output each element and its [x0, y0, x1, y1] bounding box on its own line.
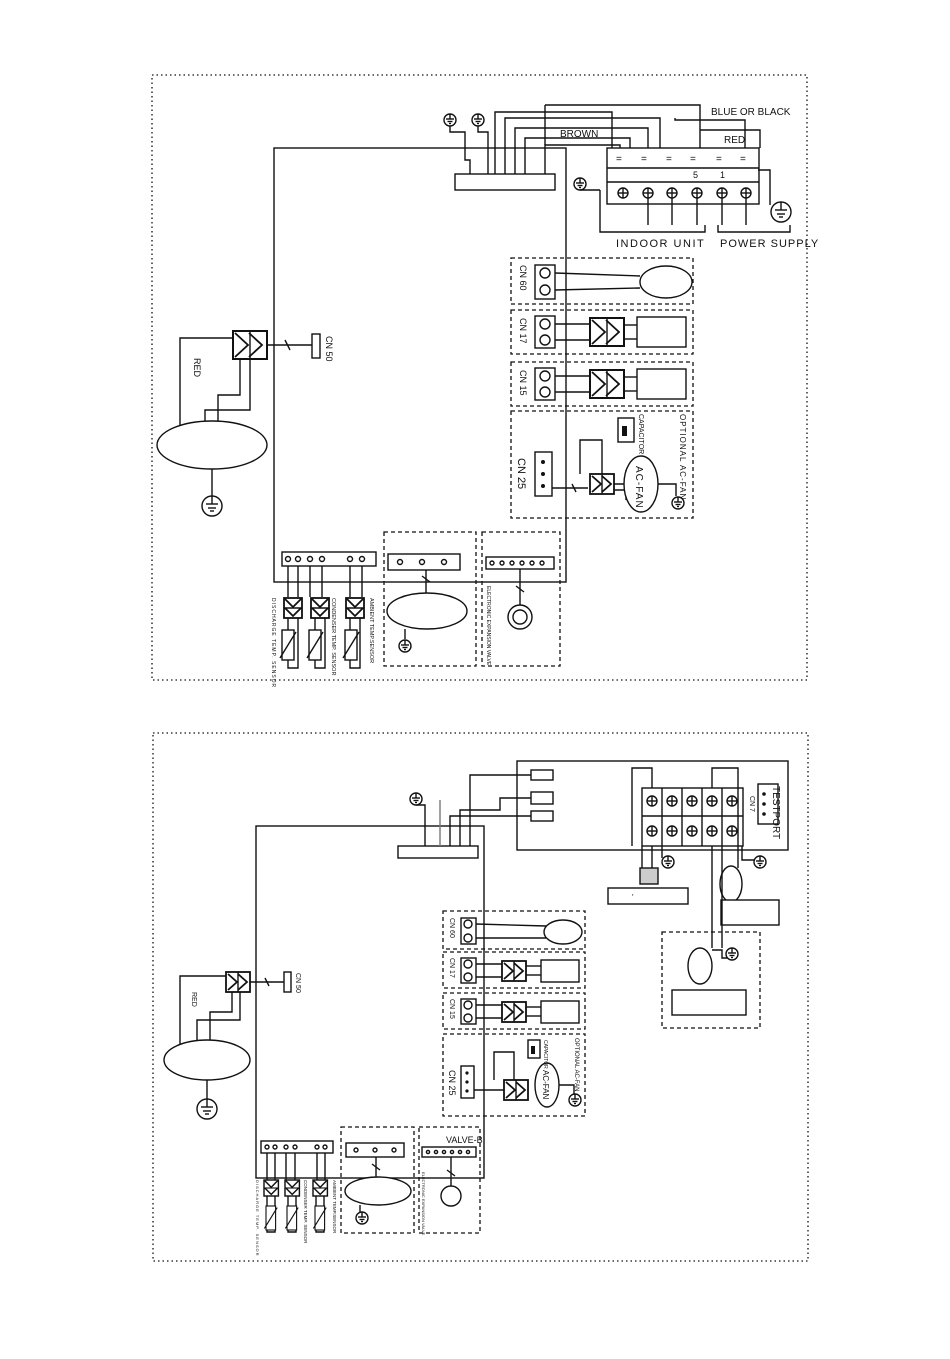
cn17-block: CN 17	[510, 309, 694, 355]
label-discharge-sensor-2: DISCHARGE TEMP. SENSOR	[255, 1180, 260, 1257]
label-ambient-sensor: AMBIENT TEMP.SENSOR	[368, 598, 374, 663]
label-cn60-2: CN 60	[448, 918, 455, 938]
cn50-connector	[311, 333, 321, 359]
label-optional-ac-fan: OPTIONAL AC-FAN	[678, 414, 687, 500]
cn60-block-2: CN 60	[442, 910, 586, 950]
label-condenser-sensor-2: CONDENSER TEMP. SENSOR	[303, 1180, 308, 1244]
cn15-block: CN 15	[510, 361, 694, 407]
valve-box	[481, 531, 561, 667]
ground-icon	[471, 113, 485, 127]
ground-icon	[201, 495, 223, 517]
label-valve-b: VALVE-B	[446, 1135, 483, 1145]
label-red-top: RED	[724, 135, 745, 146]
label-valve-2: ELECTRONIC EXPANSION VALVE	[421, 1172, 426, 1236]
label-cn15: CN 15	[518, 370, 528, 396]
ground-icon	[355, 1211, 369, 1225]
label-blue-or-black: BLUE OR BLACK	[711, 107, 791, 118]
label-cn17-2: CN 17	[448, 958, 455, 978]
cn25-block-2: CN 25 AC-FAN CAPACITOR OPTIONAL AC-FAN	[442, 1033, 586, 1117]
label-ambient-sensor-2: AMBIENT TEMP.SENSOR	[332, 1180, 337, 1234]
label-cn50-2: CN 50	[294, 973, 301, 993]
ferrite-core	[639, 867, 659, 885]
motor-ellipse	[639, 265, 693, 299]
pcb-top	[273, 147, 567, 583]
label-cn17: CN 17	[518, 318, 528, 344]
cn17-block-2: CN 17	[442, 951, 586, 989]
bottom-connector-strip	[397, 845, 479, 859]
label-red-left-2: RED	[190, 992, 197, 1007]
ground-icon	[398, 639, 412, 653]
label-cn25: CN 25	[515, 458, 527, 489]
label-indoor-unit: INDOOR UNIT	[616, 238, 705, 250]
label-cn60: CN 60	[518, 265, 528, 291]
label-cn25-2: CN 25	[447, 1070, 457, 1096]
diagram-bottom: TESTPORT CN 7 ' CN 60	[152, 732, 809, 1262]
ground-icon	[196, 1098, 218, 1120]
ground-icon	[671, 496, 685, 510]
label-power-supply: POWER SUPPLY	[720, 238, 819, 250]
label-cn7: CN 7	[748, 796, 755, 812]
label-optional-ac-fan-2: OPTIONAL AC-FAN	[573, 1038, 579, 1091]
label-valve: ELECTRONIC EXPANSION VALVE	[485, 586, 491, 666]
reactor-box	[661, 931, 761, 1029]
label-discharge-sensor: DISCHARGE TEMP. SENSOR	[270, 598, 276, 688]
label-brown: BROWN	[560, 129, 598, 140]
svg-text:=: =	[690, 154, 696, 165]
label-condenser-sensor: CONDENSER TEMP. SENSOR	[330, 598, 336, 675]
label-box-text: '	[632, 893, 634, 902]
svg-text:=: =	[740, 154, 746, 165]
svg-text:=: =	[716, 154, 722, 165]
ground-icon	[568, 1093, 582, 1107]
cn25-block: CN 25 AC-FAN CAPACITOR OPTIONAL AC-FAN	[510, 410, 694, 519]
svg-text:=: =	[666, 154, 672, 165]
ground-icon	[661, 855, 675, 869]
label-ac-fan-2: AC-FAN	[541, 1070, 550, 1100]
ground-icon	[409, 792, 423, 806]
svg-text:=: =	[616, 154, 622, 165]
label-red-left: RED	[192, 358, 202, 378]
coil	[719, 865, 743, 903]
label-test-port: TESTPORT	[770, 786, 781, 839]
terminal-screws	[646, 788, 738, 846]
label-box-1	[607, 887, 689, 905]
label-capacitor: CAPACITOR	[637, 414, 644, 454]
fan-motor	[386, 592, 468, 630]
compressor	[156, 420, 268, 470]
sensor-header	[281, 551, 377, 567]
terminal-markers: = = = = = =	[616, 154, 746, 165]
label-capacitor-2: CAPACITOR	[542, 1040, 548, 1069]
label-cn50: CN 50	[324, 336, 334, 362]
ground-icon	[770, 201, 792, 223]
cn15-block-2: CN 15	[442, 992, 586, 1030]
ground-icon	[753, 855, 767, 869]
terminal-1: 1	[720, 170, 725, 180]
ground-icon	[443, 113, 457, 127]
fan-motor-box	[383, 531, 477, 667]
ground-icon	[573, 177, 587, 191]
top-connector-strip	[454, 173, 556, 191]
frame-bottom	[152, 732, 809, 1262]
cn60-block: CN 60	[510, 257, 694, 305]
terminal-block-top	[606, 147, 760, 205]
svg-text:=: =	[641, 154, 647, 165]
ground-icon	[725, 947, 739, 961]
label-ac-fan: AC-FAN	[633, 466, 644, 509]
label-cn15-2: CN 15	[448, 999, 455, 1019]
terminal-5: 5	[693, 170, 698, 180]
diagram-top: BLUE OR BLACK BROWN RED = = = = = = 5 1	[151, 74, 819, 688]
